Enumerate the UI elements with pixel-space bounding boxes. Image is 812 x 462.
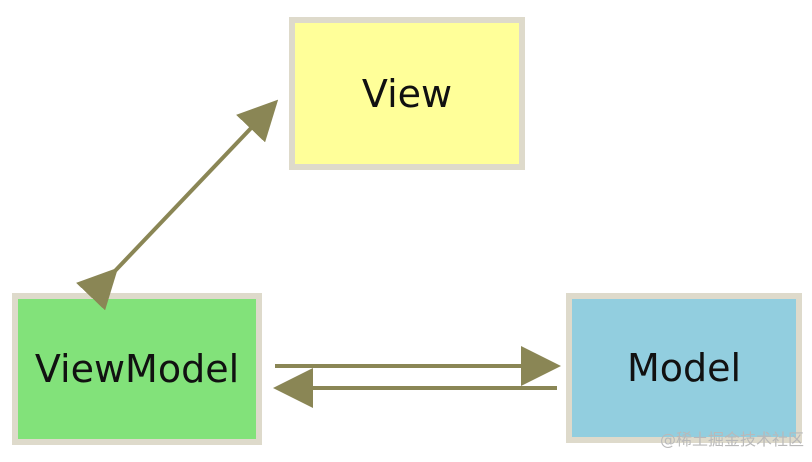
model-node: Model — [566, 293, 802, 443]
model-label: Model — [626, 346, 742, 390]
view-node: View — [289, 17, 525, 170]
viewmodel-node: ViewModel — [12, 293, 262, 445]
watermark: @稀土掘金技术社区 — [659, 430, 804, 449]
viewmodel-label: ViewModel — [34, 347, 240, 391]
view-label: View — [361, 71, 453, 116]
view-viewmodel-arrow — [76, 99, 279, 311]
